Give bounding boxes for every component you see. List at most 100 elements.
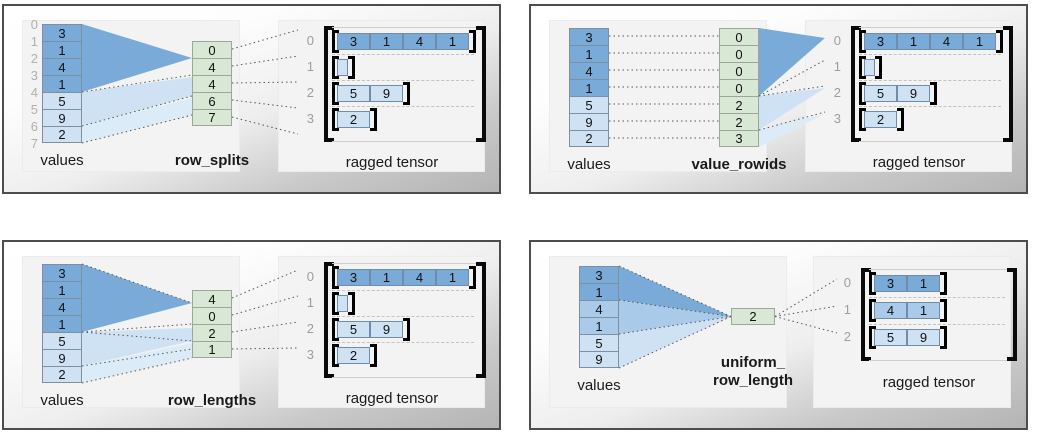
encoding-cell: 2 xyxy=(719,96,759,113)
values-cell: 3 xyxy=(569,28,609,45)
ragged-top-rail xyxy=(859,27,1003,28)
ragged-bottom-rail xyxy=(332,141,476,142)
values-cell: 3 xyxy=(42,264,82,281)
ragged-row-index: 2 xyxy=(843,329,851,344)
encoding-cell: 2 xyxy=(731,308,775,325)
values-cell: 5 xyxy=(42,332,82,349)
ragged-cell: 1 xyxy=(907,275,940,292)
ragged-cell: 9 xyxy=(370,321,403,338)
values-cell: 5 xyxy=(569,96,609,113)
ragged-row-index: 0 xyxy=(843,275,851,290)
encoding-cell: 7 xyxy=(192,109,232,126)
ragged-row-separator xyxy=(332,290,474,291)
ragged-row-separator xyxy=(869,324,1005,325)
values-cell: 1 xyxy=(569,79,609,96)
ragged-row-bracket-left xyxy=(859,30,866,53)
values-cell: 4 xyxy=(42,58,82,75)
ragged-row-bracket-right xyxy=(403,82,410,105)
values-index: 4 xyxy=(30,85,38,100)
ragged-bottom-rail xyxy=(859,141,1003,142)
encoding-cell: 0 xyxy=(719,28,759,45)
values-cell: 1 xyxy=(569,45,609,62)
encoding-cell: 3 xyxy=(719,130,759,147)
encoding-label-row_splits: row_splits xyxy=(132,152,292,170)
ragged-cell: 4 xyxy=(874,302,907,319)
ragged-row: 2 xyxy=(864,111,897,128)
values-cell: 1 xyxy=(42,281,82,298)
values-cell: 2 xyxy=(42,366,82,383)
encoding-label-row_lengths: row_lengths xyxy=(132,392,292,410)
ragged-outer-bracket-right xyxy=(1007,268,1017,361)
encoding-cell: 4 xyxy=(192,75,232,92)
ragged-row-separator xyxy=(332,80,474,81)
ragged-label-value_rowids: ragged tensor xyxy=(872,154,966,171)
ragged-row-separator xyxy=(859,54,1001,55)
ragged-row-index: 1 xyxy=(306,295,314,310)
ragged-row-bracket-left xyxy=(332,108,339,131)
ragged-row-index: 0 xyxy=(306,269,314,284)
values-index: 7 xyxy=(30,136,38,151)
ragged-outer-bracket-left xyxy=(861,268,871,361)
ragged-row-bracket-left xyxy=(869,272,876,295)
ragged-row-bracket-right xyxy=(370,108,377,131)
ragged-row-index: 3 xyxy=(306,111,314,126)
ragged-bottom-rail xyxy=(869,360,1007,361)
values-cell: 9 xyxy=(42,349,82,366)
encoding-cell: 4 xyxy=(192,58,232,75)
ragged-outer-bracket-right xyxy=(476,262,486,378)
encoding-label-line: row_lengths xyxy=(167,392,257,409)
values-cell: 5 xyxy=(42,92,82,109)
ragged-row-bracket-right xyxy=(940,326,947,349)
ragged-row-separator xyxy=(869,297,1005,298)
ragged-cell: 1 xyxy=(907,302,940,319)
values-index: 5 xyxy=(30,102,38,117)
ragged-row-bracket-right xyxy=(403,318,410,341)
ragged-row-bracket-left xyxy=(332,292,339,315)
encoding-label-uniform_row_length: uniform_row_length xyxy=(671,354,835,390)
ragged-row-bracket-left xyxy=(869,299,876,322)
encoding-label-value_rowids: value_rowids xyxy=(659,156,819,174)
encoding-cell: 2 xyxy=(719,113,759,130)
ragged-row-bracket-right xyxy=(370,344,377,367)
ragged-row-bracket-left xyxy=(332,56,339,79)
ragged-row-index: 1 xyxy=(843,302,851,317)
ragged-cell-empty xyxy=(337,59,348,76)
ragged-row-bracket-left xyxy=(859,56,866,79)
ragged-row-bracket-right xyxy=(897,108,904,131)
ragged-row-bracket-right xyxy=(348,292,355,315)
values-cell: 4 xyxy=(569,62,609,79)
values-cell: 9 xyxy=(569,113,609,130)
ragged-row-bracket-left xyxy=(859,82,866,105)
values-index: 0 xyxy=(30,17,38,32)
values-cell: 4 xyxy=(579,300,619,317)
ragged-cell: 4 xyxy=(403,269,436,286)
encoding-cell: 0 xyxy=(192,41,232,58)
ragged-cell: 4 xyxy=(930,33,963,50)
ragged-cell: 1 xyxy=(897,33,930,50)
values-label-row_splits: values xyxy=(40,152,84,169)
ragged-row-separator xyxy=(332,316,474,317)
values-cell: 1 xyxy=(42,75,82,92)
ragged-outer-bracket-left xyxy=(324,26,334,142)
values-cell: 2 xyxy=(569,130,609,147)
encoding-label-line: row_length xyxy=(712,372,793,389)
ragged-row-bracket-right xyxy=(469,266,476,289)
ragged-row-index: 2 xyxy=(306,321,314,336)
ragged-cell: 1 xyxy=(963,33,996,50)
values-cell: 9 xyxy=(579,351,619,368)
ragged-row-bracket-left xyxy=(869,326,876,349)
ragged-cell: 3 xyxy=(337,269,370,286)
ragged-row-index: 3 xyxy=(833,111,841,126)
encoding-label-line: uniform_ xyxy=(720,354,786,371)
values-index: 2 xyxy=(30,51,38,66)
